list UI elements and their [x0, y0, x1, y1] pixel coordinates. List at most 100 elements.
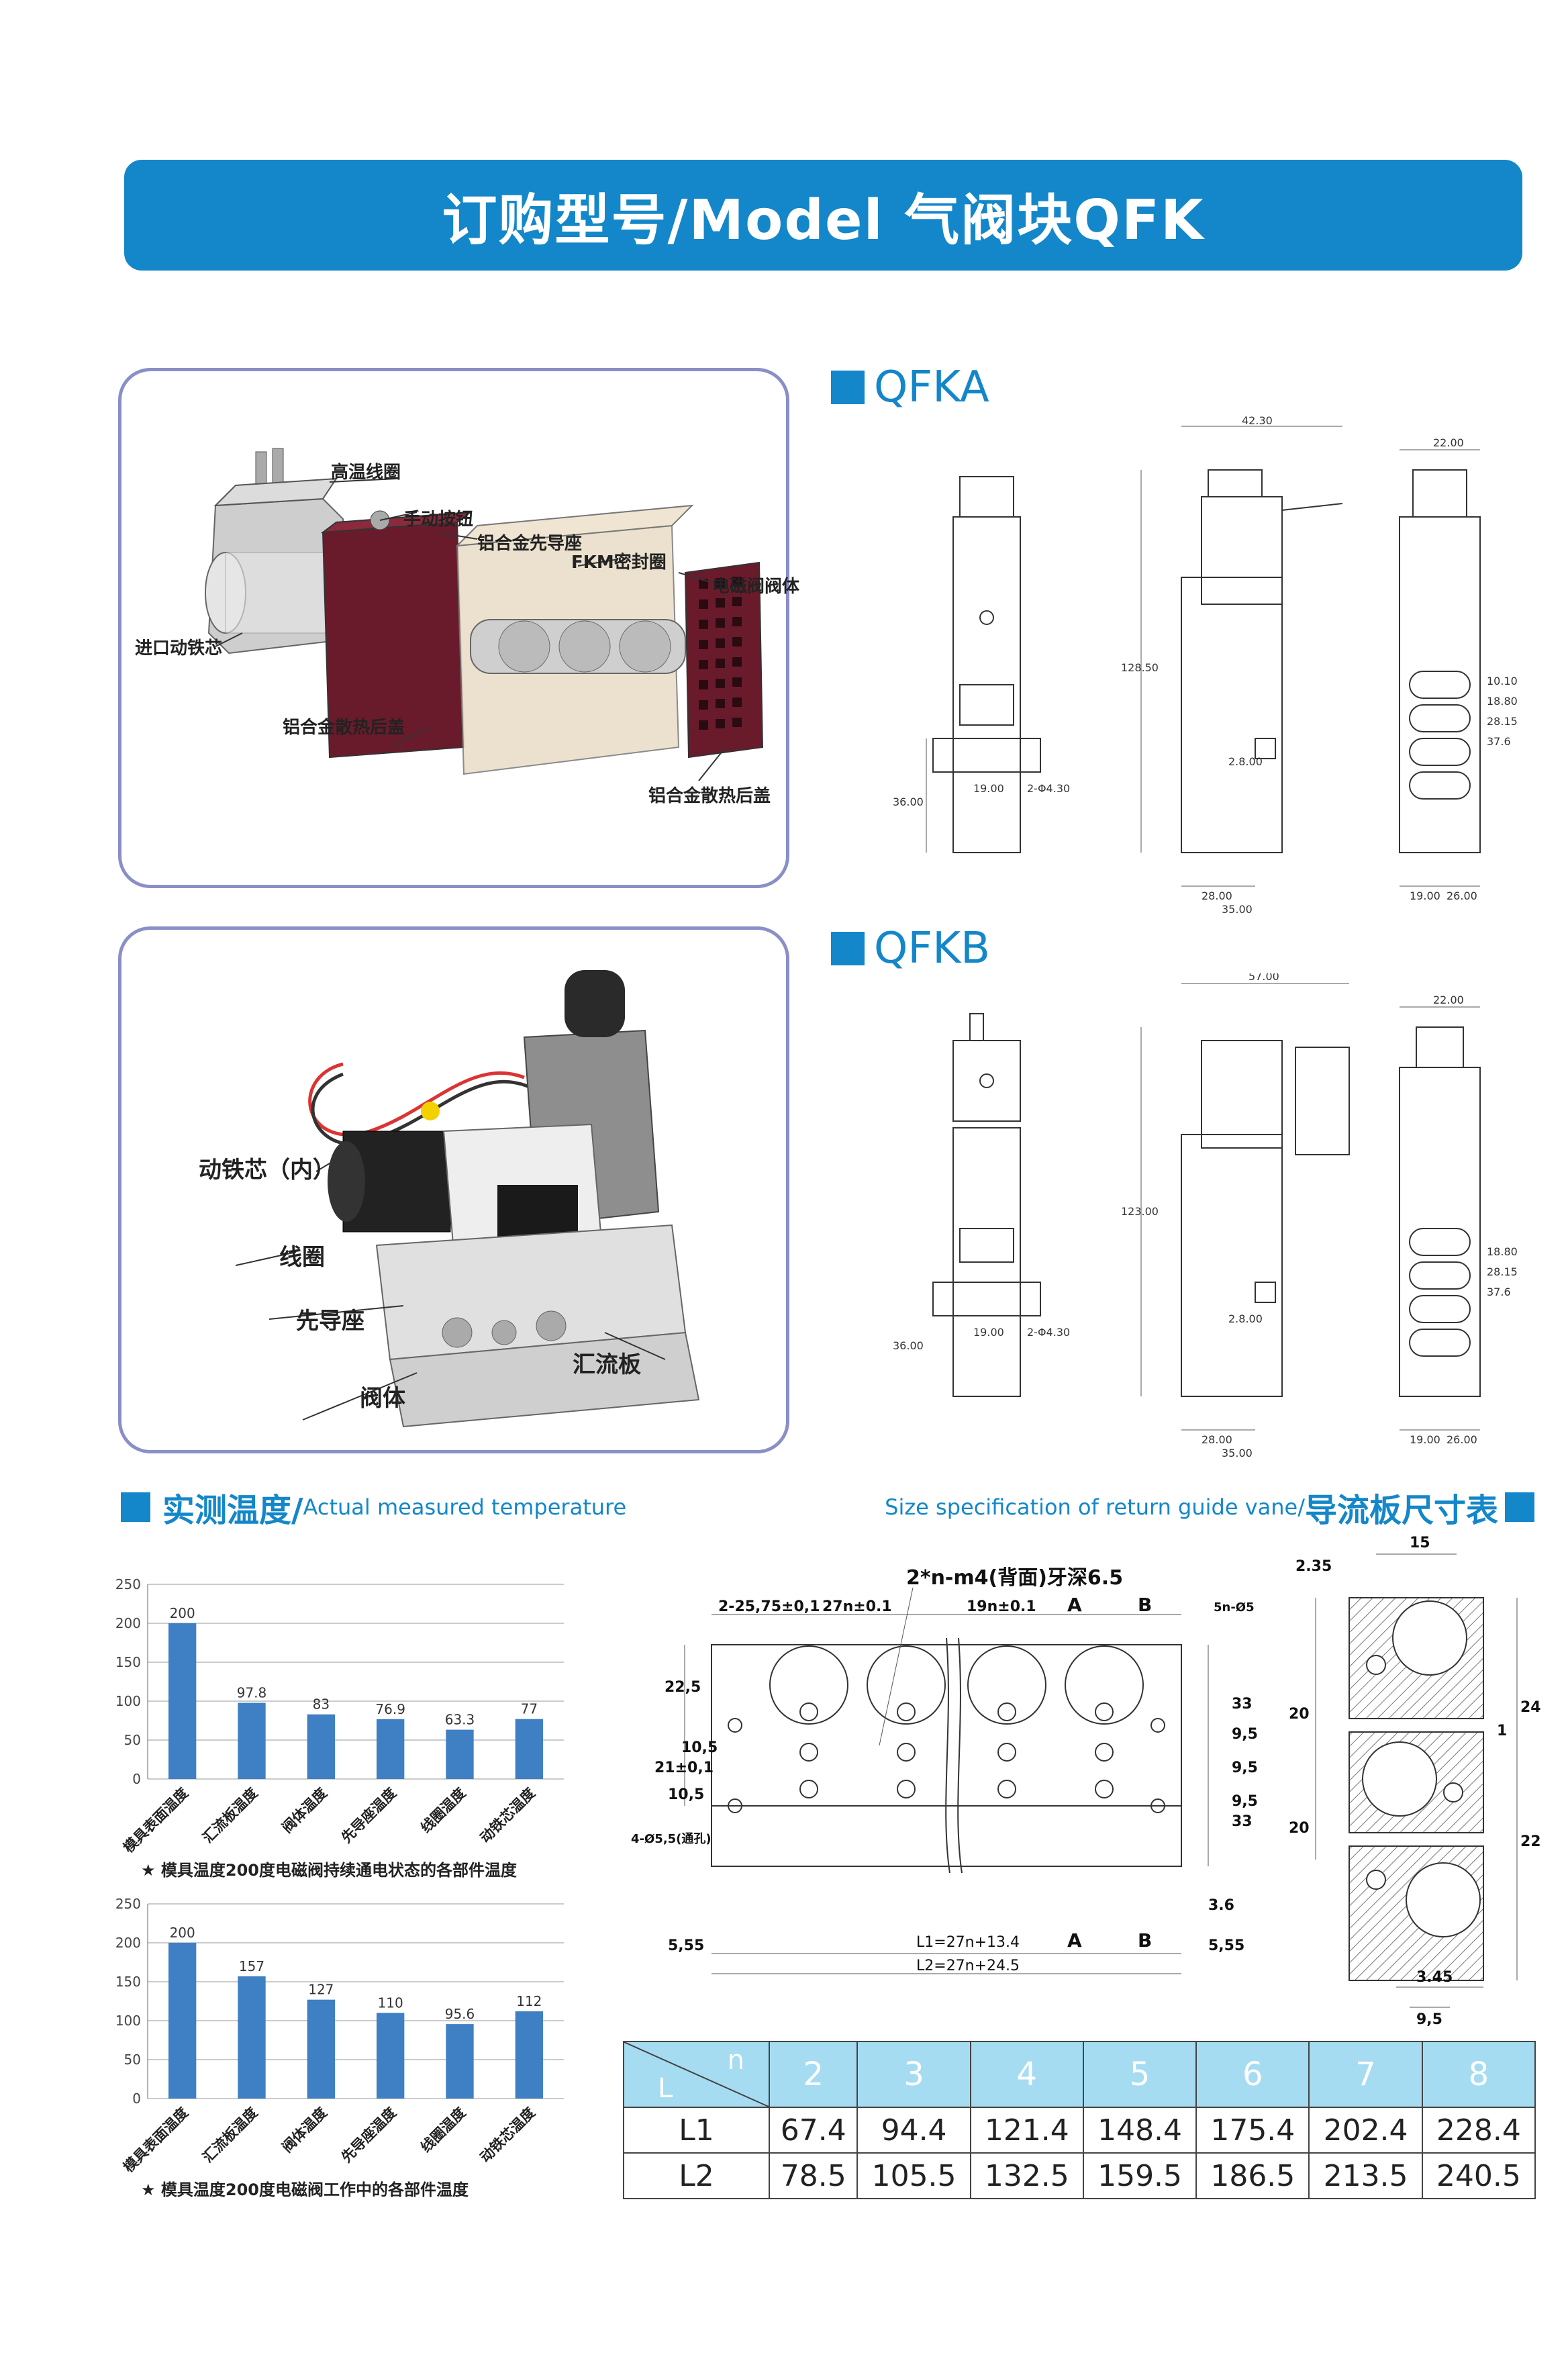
label-i: 9,5	[1232, 1726, 1258, 1743]
label-d: 5n-Ø5	[1214, 1600, 1255, 1615]
qfka-drawing: 42.30 22.00 128.50 10.10 18.80 28.15 37.…	[893, 416, 1518, 916]
assembly-photo-box: 动铁芯（内） 线圈 先导座 阀体 汇流板	[118, 926, 789, 1453]
bar-value-label: 97.8	[237, 1685, 267, 1701]
table-cell: 132.5	[969, 2152, 1084, 2199]
y-tick-label: 0	[132, 2090, 141, 2107]
callout-manifold: 汇流板	[573, 1351, 641, 1378]
dim-k: 26.00	[1447, 1433, 1477, 1446]
qfka-heading: QFKA	[831, 363, 989, 412]
dim-b: 18.80	[1487, 695, 1518, 708]
bar	[168, 1623, 197, 1779]
bar-value-label: 77	[521, 1701, 538, 1717]
qfkb-heading: QFKB	[831, 924, 990, 973]
callout-fkm-seal: FKM密封圈	[571, 552, 667, 573]
manifold-drawing: 2*n-m4(背面)牙深6.5 2-25,75±0,1 27n±0.1 19n±…	[631, 1566, 1258, 1974]
label-o: 3.6	[1208, 1897, 1234, 1914]
corner-diagonal	[624, 2042, 769, 2107]
callout-coil: 线圈	[279, 1244, 325, 1271]
y-tick-label: 250	[115, 1896, 141, 1912]
corner-l: L	[658, 2073, 673, 2104]
y-tick-label: 0	[132, 1771, 141, 1787]
size-table: n L 2 3 4 5 6 7 8 L1 67.4 94.4 121.4 148…	[623, 2041, 1536, 2199]
bar	[446, 1729, 474, 1779]
callout-inlet-core: 进口动铁芯	[135, 638, 223, 659]
dim-top: 22.00	[1433, 994, 1464, 1006]
table-cell: 240.5	[1421, 2152, 1536, 2199]
bar-value-label: 83	[313, 1696, 330, 1713]
bar	[515, 2011, 543, 2099]
sec-label-f: 20	[1289, 1820, 1310, 1837]
dim-f: 2-Φ4.30	[1027, 1326, 1070, 1339]
bar-value-label: 110	[378, 1994, 403, 2011]
table-header-cell: 3	[856, 2041, 971, 2108]
dim-g: 36.00	[893, 1339, 924, 1352]
dim-k: 19.00	[1410, 890, 1440, 902]
heading-square-icon	[121, 1492, 150, 1522]
bar-value-label: 200	[170, 1925, 195, 1941]
table-row: L2 78.5 105.5 132.5 159.5 186.5 213.5 24…	[623, 2152, 1536, 2199]
dim-j: 19.00	[1410, 1433, 1440, 1446]
chart1-note: ★ 模具温度200度电磁阀持续通电状态的各部件温度	[141, 1861, 517, 1880]
temp-section-heading: 实测温度/ Actual measured temperature	[121, 1484, 626, 1531]
bar	[515, 1719, 543, 1779]
table-header-cell: 4	[969, 2041, 1084, 2108]
bar-value-label: 127	[308, 1982, 334, 1998]
table-corner-cell: n L	[623, 2041, 770, 2108]
table-header-cell: 7	[1308, 2041, 1423, 2108]
dim-d: 2.8.00	[1228, 1312, 1263, 1325]
dim-l: 26.00	[1447, 890, 1477, 902]
label-m: 33	[1232, 1813, 1253, 1830]
bar	[238, 1976, 266, 2099]
label-section-a: A	[1067, 1594, 1082, 1616]
callout-manual-button: 手动按钮	[403, 510, 474, 530]
x-category-label: 先导座温度	[338, 2105, 399, 2166]
label-b: 27n±0.1	[822, 1598, 892, 1615]
sec-label-b: 2.35	[1295, 1558, 1332, 1575]
table-header-cell: 6	[1195, 2041, 1310, 2108]
table-cell: 175.4	[1195, 2107, 1310, 2154]
sec-label-h: 3.45	[1416, 1969, 1453, 1986]
bar	[238, 1702, 266, 1779]
section-drawing: 15 2.35 24 20 1 20 22 3.45 9,5	[1289, 1535, 1541, 2027]
dim-a: 10.10	[1487, 675, 1518, 687]
x-category-label: 汇流板温度	[199, 1785, 260, 1846]
callout-rear-cover-1: 铝合金散热后盖	[283, 718, 405, 738]
dim-h: 36.00	[893, 796, 924, 808]
qfkb-drawing: 57.00 22.00 123.00 18.80 28.15 37.6 2.8.…	[893, 973, 1518, 1459]
label-g: 10,5	[681, 1739, 718, 1756]
sec-label-c: 24	[1520, 1699, 1541, 1716]
label-section-b2: B	[1138, 1929, 1152, 1952]
table-cell: 186.5	[1195, 2152, 1310, 2199]
callout-high-temp-coil: 高温线圈	[331, 463, 401, 483]
label-section-b: B	[1138, 1594, 1152, 1616]
heading-square-icon	[831, 932, 865, 965]
table-cell: 94.4	[856, 2107, 971, 2154]
x-category-label: 阀体温度	[279, 2105, 330, 2156]
sec-label-a: 15	[1410, 1535, 1430, 1551]
label-p: 5,55	[668, 1937, 704, 1954]
y-tick-label: 100	[115, 1693, 141, 1709]
table-cell: 148.4	[1082, 2107, 1197, 2154]
callout-pilot-seat: 铝合金先导座	[477, 534, 583, 554]
dim-i: 28.00	[1202, 890, 1232, 902]
y-tick-label: 150	[115, 1654, 141, 1670]
callout-moving-core: 动铁芯（内）	[199, 1157, 336, 1184]
dim-width: 57.00	[1248, 973, 1279, 983]
table-header-row: n L 2 3 4 5 6 7 8	[623, 2041, 1536, 2108]
row-label: L1	[623, 2107, 770, 2154]
label-e: 22,5	[665, 1679, 701, 1696]
dim-e: 2.8.00	[1228, 755, 1263, 768]
x-category-label: 线圈温度	[418, 2105, 469, 2156]
table-cell: 105.5	[856, 2152, 971, 2199]
y-tick-label: 250	[115, 1576, 141, 1592]
dim-i: 35.00	[1222, 1447, 1253, 1459]
y-tick-label: 200	[115, 1935, 141, 1951]
bar-value-label: 112	[516, 1993, 542, 2009]
y-tick-label: 200	[115, 1615, 141, 1631]
dim-c: 28.15	[1487, 715, 1518, 728]
size-title-en: Size specification of return guide vane/	[885, 1494, 1305, 1520]
x-category-label: 模具表面温度	[120, 2105, 191, 2176]
bar-value-label: 63.3	[445, 1712, 475, 1728]
cutaway-photo-box: 高温线圈 手动按钮 铝合金先导座 FKM密封圈 电磁阀阀体 进口动铁芯 铝合金散…	[118, 368, 799, 888]
heading-square-icon	[831, 371, 865, 404]
